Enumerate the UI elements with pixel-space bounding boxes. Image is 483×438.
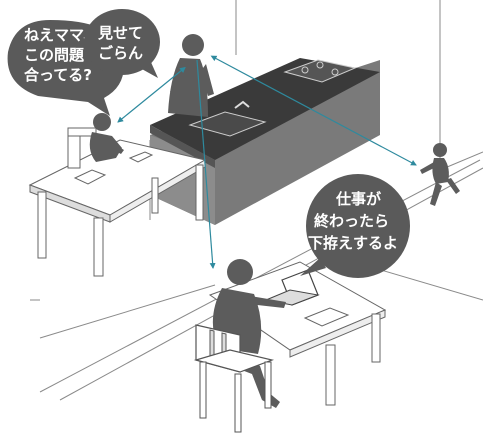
father-chair xyxy=(193,324,275,433)
interaction-arrows xyxy=(117,55,417,269)
child-studying xyxy=(67,113,124,169)
child-question-line-2: この問題 xyxy=(24,46,85,64)
mother-reply-line-1: 見せて xyxy=(97,24,143,42)
work-desk xyxy=(208,261,387,406)
child-question-line-3: 合ってる? xyxy=(23,66,92,84)
mother-child-arrow xyxy=(117,66,186,123)
father-remark-line-3: 下拵えするよ xyxy=(308,234,398,252)
child-question-line-1: ねえママ、 xyxy=(24,26,98,44)
mother-reply-line-2: ごらん xyxy=(98,44,143,62)
study-table xyxy=(28,139,207,277)
speech-bubble-mother: 見せて ごらん xyxy=(84,9,160,78)
father-remark-line-2: 終わったら xyxy=(314,212,389,230)
mother-father-arrow xyxy=(196,59,216,269)
mother-running-child-arrow xyxy=(210,55,417,166)
speech-bubble-father: 仕事が 終わったら 下拵えするよ xyxy=(300,174,410,278)
father-remark-line-1: 仕事が xyxy=(335,190,382,208)
running-child-figure xyxy=(420,143,460,206)
